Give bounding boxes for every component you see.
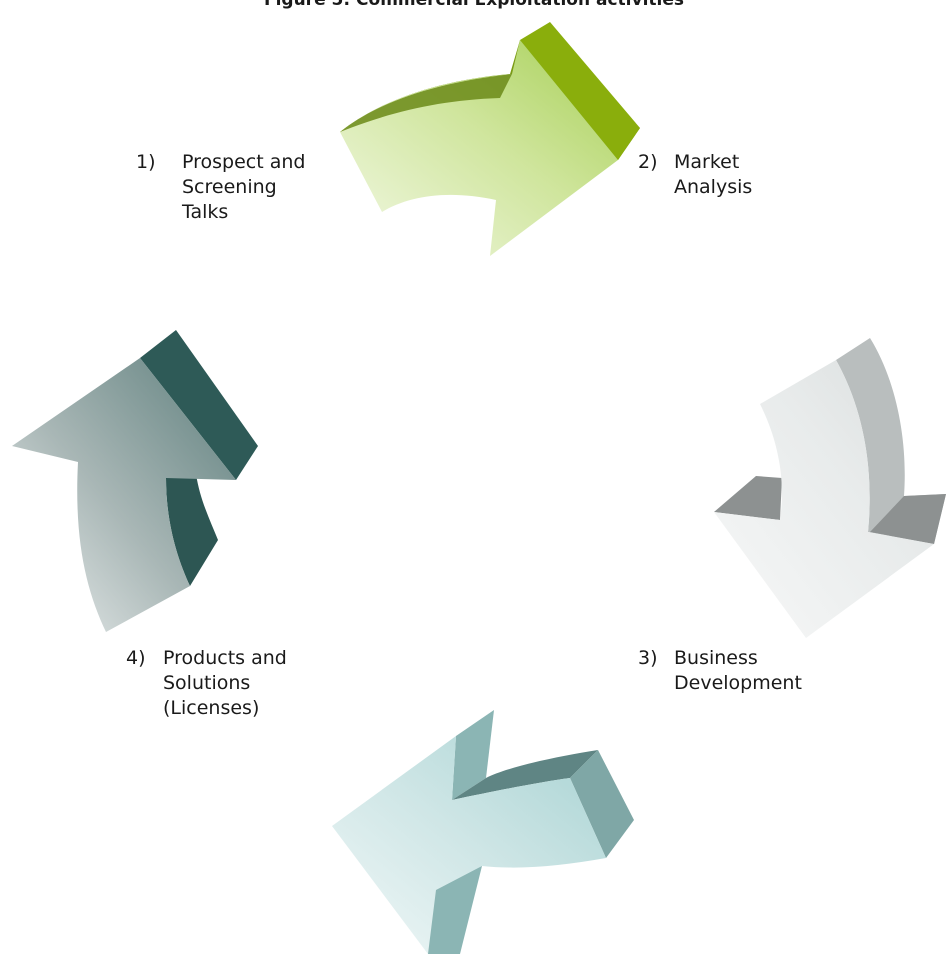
arrow-2-right-tab bbox=[870, 494, 946, 544]
step-label-2: 2) Market Analysis bbox=[638, 150, 838, 206]
step-label-4: 4) Products and Solutions (Licenses) bbox=[126, 646, 346, 726]
arrow-3-top-face bbox=[452, 750, 598, 800]
arrow-1-shadow bbox=[340, 74, 512, 132]
arrow-4-face bbox=[12, 358, 236, 632]
step-number: 1) bbox=[136, 151, 156, 173]
arrow-1-face bbox=[340, 40, 618, 256]
arrow-4-top-face bbox=[140, 330, 258, 480]
arrow-2-side bbox=[836, 338, 946, 544]
step-number: 3) bbox=[638, 647, 658, 669]
arrow-3-back-top bbox=[452, 710, 494, 800]
arrow-1-top-face bbox=[520, 22, 640, 160]
step-number: 2) bbox=[638, 151, 658, 173]
arrow-4-darkteal bbox=[12, 330, 258, 632]
step-label-3: 3) Business Development bbox=[638, 646, 858, 702]
arrow-1-green bbox=[340, 22, 640, 256]
step-text: Business Development bbox=[674, 647, 802, 694]
figure-title: Figure 5: Commercial Exploitation activi… bbox=[263, 0, 685, 10]
arrow-3-side bbox=[570, 750, 634, 858]
arrow-2-left-tab bbox=[714, 476, 782, 520]
arrow-2-grey bbox=[714, 338, 946, 638]
step-text: Products and Solutions (Licenses) bbox=[163, 647, 287, 719]
step-label-1: 1) Prospect and Screening Talks bbox=[136, 150, 356, 230]
step-number: 4) bbox=[126, 647, 146, 669]
arrow-2-face bbox=[714, 360, 934, 638]
arrow-3-lower-tab bbox=[428, 866, 482, 954]
arrow-4-side bbox=[166, 474, 218, 586]
step-text: Prospect and Screening Talks bbox=[182, 151, 306, 223]
arrow-3-teal bbox=[332, 710, 634, 954]
step-text: Market Analysis bbox=[674, 151, 753, 198]
arrow-3-face bbox=[332, 736, 606, 954]
